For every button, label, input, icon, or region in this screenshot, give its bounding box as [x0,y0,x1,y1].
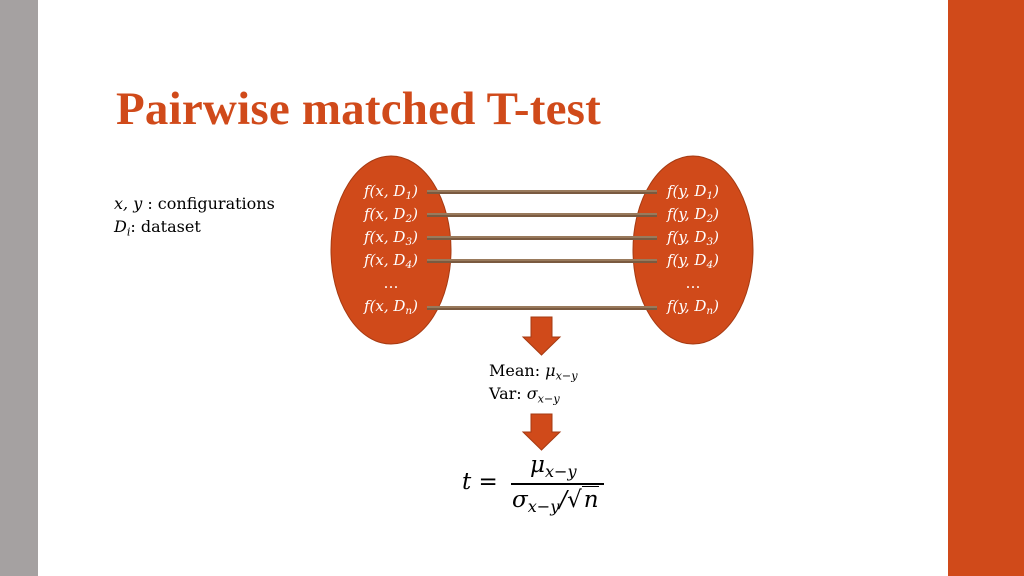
legend-d-subscript: i [126,225,131,239]
variance-label: Var: [489,384,527,403]
legend-d-symbol: D [114,217,127,236]
right-set-ellipse [632,155,754,345]
legend-xy-symbols: x, y [114,194,143,213]
legend-configurations: x, y : configurations [114,192,275,215]
formula-denominator: σx−y/√n [512,486,599,516]
slide-title: Pairwise matched T-test [116,83,601,135]
right-set-item-2: f(y, D2) [667,205,719,226]
mean-subscript: x−y [555,369,578,383]
pair-connectors [427,190,657,310]
right-set-item-4: f(y, D4) [667,251,719,272]
difference-statistics: Mean: μx−y Var: σx−y [489,359,578,405]
left-set-item-1: f(x, D1) [364,182,418,203]
right-set-ellipsis: … [685,274,701,292]
mean-line: Mean: μx−y [489,359,578,382]
down-arrow-icon [521,316,562,356]
left-set-item-3: f(x, D3) [364,228,418,249]
formula-numerator: μx−y [530,452,577,481]
left-accent-bar [0,0,38,576]
sqrt-argument: n [581,486,599,513]
mean-label: Mean: [489,361,546,380]
left-set-item-4: f(x, D4) [364,251,418,272]
variance-subscript: x−y [537,392,560,406]
mean-symbol: μ [545,361,556,380]
formula-lhs: t = [462,469,498,495]
legend-configurations-text: : configurations [142,194,275,213]
fraction-bar [511,483,604,485]
right-set-item-n: f(y, Dn) [666,297,720,318]
variable-legend: x, y : configurations Di: dataset [114,192,275,238]
left-set-ellipse [330,155,452,345]
right-set-item-3: f(y, D3) [667,228,719,249]
legend-dataset: Di: dataset [114,215,275,238]
variance-symbol: σ [526,384,538,403]
legend-dataset-text: : dataset [130,217,201,236]
left-set-item-2: f(x, D2) [364,205,418,226]
down-arrow-icon [521,413,562,451]
left-set-ellipsis: … [383,274,399,292]
right-set-item-1: f(y, D1) [667,182,719,203]
sqrt-sign: √ [567,487,582,513]
left-set-item-n: f(x, Dn) [363,297,419,318]
right-accent-bar [948,0,1024,576]
variance-line: Var: σx−y [489,382,578,405]
